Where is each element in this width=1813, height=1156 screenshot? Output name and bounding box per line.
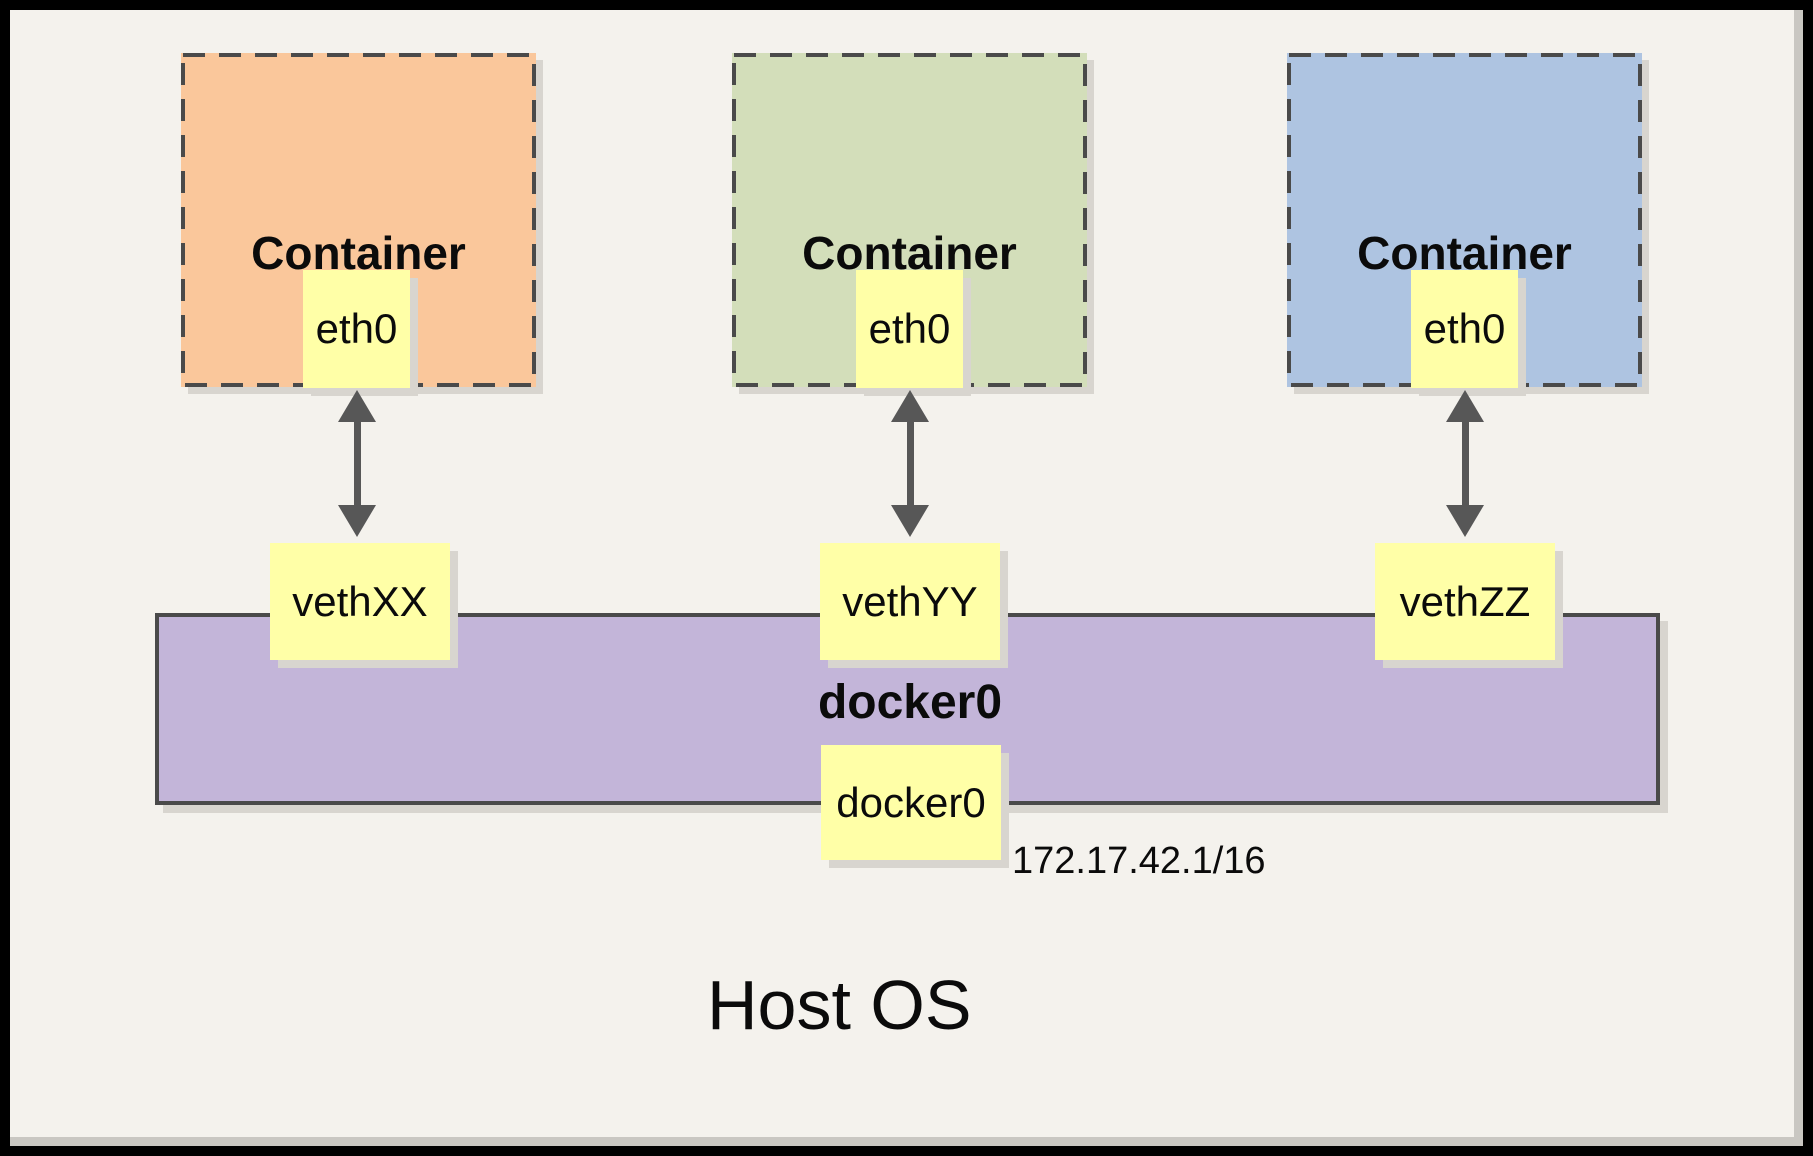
dashed-border: [181, 53, 536, 387]
arrow-down-icon: [338, 505, 376, 537]
arrow-up-icon: [891, 390, 929, 422]
arrow-up-icon: [338, 390, 376, 422]
container-1-eth0-interface: eth0: [303, 270, 410, 388]
arrow-shaft: [906, 422, 914, 505]
veth-connection-arrow-3: [1446, 390, 1484, 537]
arrow-down-icon: [1446, 505, 1484, 537]
arrow-shaft: [1461, 422, 1469, 505]
container-2-eth0-interface: eth0: [856, 270, 963, 388]
docker0-interface-box: docker0: [821, 745, 1001, 860]
dashed-border: [1287, 53, 1642, 387]
container-3-eth0-interface: eth0: [1411, 270, 1518, 388]
host-os-canvas: Container eth0 Container eth0 Container …: [10, 10, 1803, 1146]
docker0-bridge-label: docker0: [817, 676, 1003, 729]
docker0-ip-address: 172.17.42.1/16: [1012, 840, 1266, 882]
arrow-up-icon: [1446, 390, 1484, 422]
vethzz-endpoint: vethZZ: [1375, 543, 1555, 660]
container-box-3: Container eth0: [1287, 53, 1642, 388]
veth-connection-arrow-2: [891, 390, 929, 537]
arrow-down-icon: [891, 505, 929, 537]
container-box-2: Container eth0: [732, 53, 1087, 388]
host-os-label: Host OS: [707, 966, 972, 1044]
veth-connection-arrow-1: [338, 390, 376, 537]
container-box-1: Container eth0: [181, 53, 536, 388]
dashed-border: [732, 53, 1087, 387]
vethxx-endpoint: vethXX: [270, 543, 450, 660]
vethyy-endpoint: vethYY: [820, 543, 1000, 660]
arrow-shaft: [353, 422, 361, 505]
